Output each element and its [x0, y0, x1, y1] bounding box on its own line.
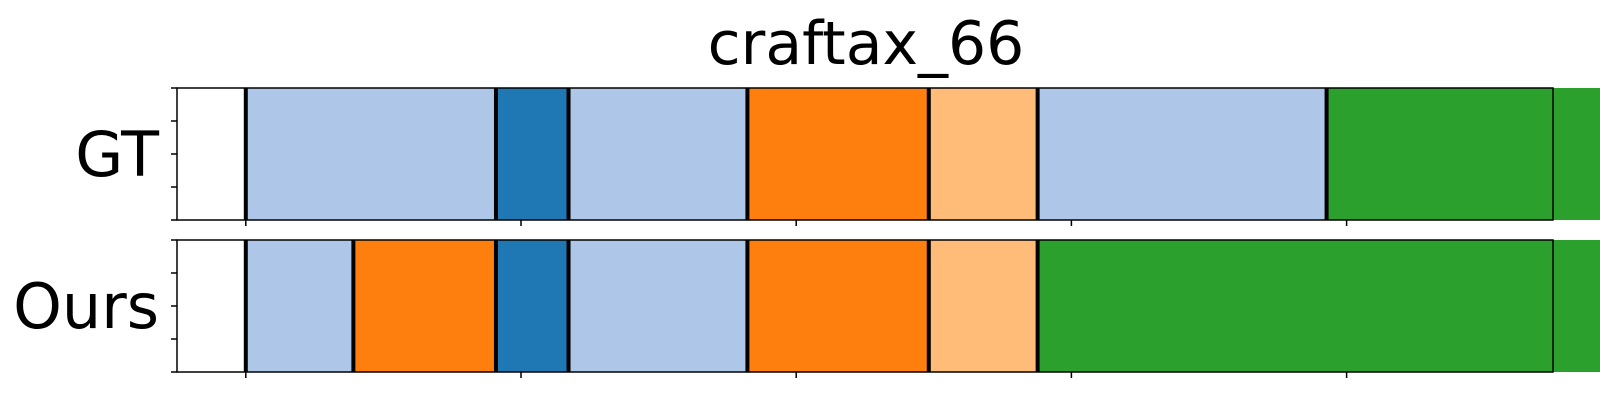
row-label-gt: GT — [75, 118, 160, 191]
segment-ours-0 — [245, 240, 354, 372]
segment-gt-2 — [568, 88, 748, 220]
row-label-ours: Ours — [13, 270, 159, 343]
chart-title: craftax_66 — [708, 9, 1025, 79]
segment-ours-4 — [747, 240, 929, 372]
segment-ours-3 — [568, 240, 748, 372]
segment-gt-6 — [1326, 88, 1600, 220]
segment-ours-6 — [1037, 240, 1600, 372]
segment-gt-0 — [245, 88, 496, 220]
segment-gt-5 — [1037, 88, 1327, 220]
segment-gt-1 — [495, 88, 569, 220]
row-gt: GT — [75, 87, 1600, 226]
row-ours: Ours — [13, 239, 1600, 378]
rows-group: GT Ours — [13, 87, 1600, 378]
segment-gt-3 — [747, 88, 929, 220]
segment-ours-5 — [928, 240, 1038, 372]
segment-gt-4 — [928, 88, 1038, 220]
segment-ours-2 — [495, 240, 569, 372]
segment-ours-1 — [353, 240, 496, 372]
